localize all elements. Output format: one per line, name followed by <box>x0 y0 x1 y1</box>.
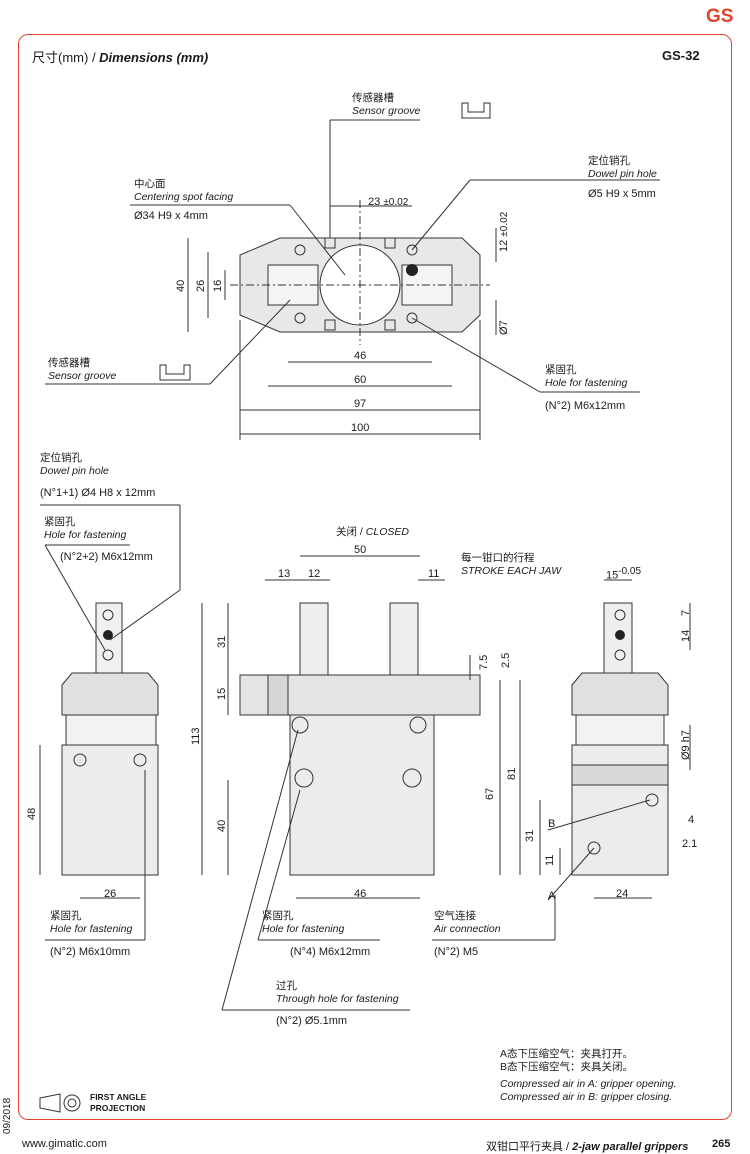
projection-symbol-circle <box>63 1094 81 1112</box>
title-en: Dimensions (mm) <box>99 50 209 65</box>
dim-d9: Ø9 h7 <box>680 730 692 760</box>
dim-100: 100 <box>351 422 370 434</box>
page-frame <box>18 34 732 1120</box>
dim-12: 12 ±0.02 <box>498 211 510 252</box>
dim-d7: Ø7 <box>498 320 510 335</box>
dim-31-side: 31 <box>524 829 536 842</box>
dim-2-1: 2.1 <box>682 838 698 850</box>
top-view-jaw-left <box>267 264 319 306</box>
projection-symbol-cone <box>39 1093 61 1113</box>
brand-tag: GS <box>706 6 734 27</box>
fastening-value-left: (N°2+2) M6x12mm <box>60 551 153 563</box>
dim-14-side: 14 <box>680 629 692 642</box>
dim-48: 48 <box>26 807 38 820</box>
footer-date: 09/2018 <box>2 1097 13 1134</box>
dim-7-5: 7.5 <box>478 654 490 670</box>
dim-113: 113 <box>190 727 202 745</box>
dim-50: 50 <box>354 544 367 556</box>
notes: A态下压缩空气：夹具打开。 B态下压缩空气：夹具关闭。 Compressed a… <box>500 1048 677 1103</box>
dim-7-side: 7 <box>680 609 692 616</box>
left-view-body <box>61 744 159 876</box>
dim-46-front: 46 <box>354 888 367 900</box>
dim-26-top: 26 <box>195 279 207 292</box>
dim-11-side: 11 <box>544 854 556 866</box>
dowel-value-left: (N°1+1) Ø4 H8 x 12mm <box>40 487 156 499</box>
front-view-jaw-left <box>299 602 329 676</box>
dim-40-top: 40 <box>175 279 187 292</box>
port-b-label: B <box>548 818 556 830</box>
dowel-value-top: Ø5 H9 x 5mm <box>588 188 656 200</box>
page-title: 尺寸(mm) / Dimensions (mm) <box>32 47 208 66</box>
dim-11-front: 11 <box>428 568 440 580</box>
dim-24: 24 <box>616 888 629 900</box>
dim-97: 97 <box>354 398 367 410</box>
side-view-head <box>571 672 669 716</box>
through-hole-value: (N°2) Ø5.1mm <box>276 1015 348 1027</box>
fastening-value-left-bottom: (N°2) M6x10mm <box>50 946 131 958</box>
dim-60: 60 <box>354 374 367 386</box>
dim-13: 13 <box>278 568 291 580</box>
title-cn: 尺寸 <box>32 50 59 65</box>
dim-15-front: 15 <box>216 687 228 700</box>
dim-67: 67 <box>484 787 496 800</box>
fastening-value-top: (N°2) M6x12mm <box>545 400 626 412</box>
front-view-body <box>289 714 435 876</box>
port-a-label: A <box>548 890 556 902</box>
dim-23: 23 ±0.02 <box>368 196 409 208</box>
page-number: 265 <box>712 1138 731 1150</box>
centering-value: Ø34 H9 x 4mm <box>134 210 208 222</box>
sensor-groove-icon-top <box>461 102 491 119</box>
footer-description: 双钳口平行夹具 / 2-jaw parallel grippers <box>486 1141 689 1153</box>
footer-url[interactable]: www.gimatic.com <box>22 1138 107 1150</box>
dim-15-side: 15-0.05 <box>606 566 642 582</box>
title-unit: (mm) / <box>58 50 100 65</box>
front-view-jaw-right <box>389 602 419 676</box>
dim-26-left: 26 <box>104 888 117 900</box>
dim-40-front: 40 <box>216 819 228 832</box>
dim-31-front: 31 <box>216 635 228 648</box>
dim-46-top: 46 <box>354 350 367 362</box>
model-number: GS-32 <box>662 48 700 63</box>
dim-2-5: 2.5 <box>500 652 512 668</box>
sensor-groove-icon-bottom <box>159 364 191 381</box>
dim-12-front: 12 <box>308 568 321 580</box>
dim-81: 81 <box>506 767 518 780</box>
fastening-value-front: (N°4) M6x12mm <box>290 946 371 958</box>
front-view-head <box>239 674 481 716</box>
left-view-head <box>61 672 159 716</box>
dim-4: 4 <box>688 814 695 826</box>
closed-label: 关闭 / CLOSED <box>336 526 409 538</box>
dim-16-top: 16 <box>212 279 224 292</box>
air-connection-value: (N°2) M5 <box>434 946 479 958</box>
